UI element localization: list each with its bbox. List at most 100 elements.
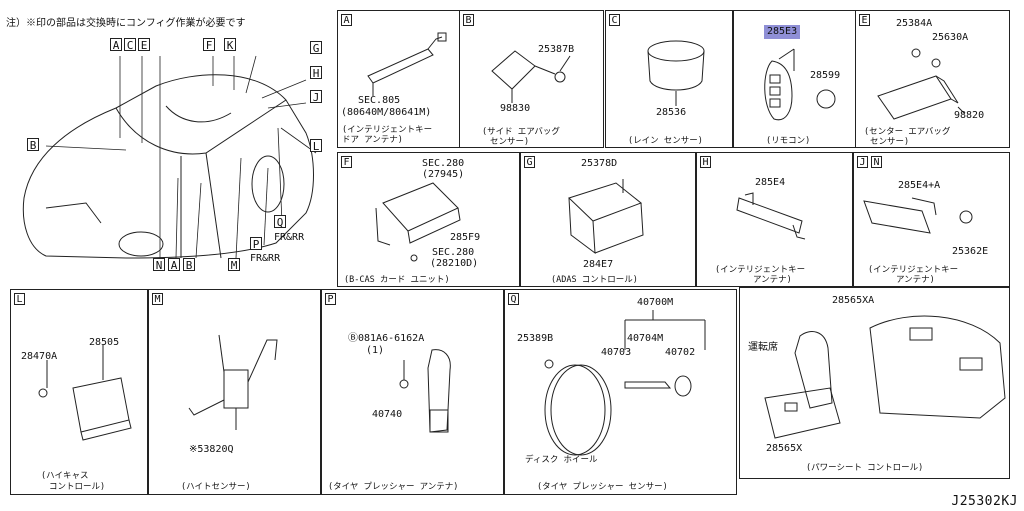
panel-q: Q 40700M 25389B 40704M 40703 40702 ディスク … — [504, 289, 737, 495]
panel-g-letter: G — [524, 156, 535, 168]
panel-q-disk-wheel: ディスク ホイール — [525, 455, 598, 465]
panel-f-sec280-a: SEC.280 — [422, 158, 465, 169]
panel-h-caption-1: (インテリジェントキー — [715, 265, 806, 275]
panel-a-letter: A — [341, 14, 352, 26]
door-antenna-drawing — [367, 32, 447, 96]
panel-f-caption: (B-CAS カード ユニット) — [344, 275, 450, 285]
panel-l-letter: L — [14, 293, 25, 305]
panel-l: L 28470A 28505 (ハイキャス コントロール) — [10, 289, 148, 495]
panel-e-caption-1: (センター エアバッグ — [864, 127, 951, 137]
panel-p-caption: (タイヤ プレッシャー アンテナ) — [328, 482, 459, 492]
panel-g-25378d: 25378D — [581, 158, 618, 169]
panel-a-caption-2: ドア アンテナ) — [342, 135, 403, 145]
rain-sensor-drawing — [647, 40, 705, 106]
panel-f-285f9: 285F9 — [450, 232, 481, 243]
panel-p-40740: 40740 — [372, 409, 403, 420]
panel-h-caption-2: アンテナ) — [753, 275, 792, 285]
panel-e-25630a: 25630A — [932, 32, 969, 43]
panel-e-25384a: 25384A — [896, 18, 933, 29]
panel-remote: 285E3 28599 (リモコン) — [733, 10, 856, 148]
panel-jn-letter-n: N — [871, 156, 882, 168]
overview-letter-E: E — [138, 38, 150, 52]
panel-f-sec280-b: SEC.280 — [432, 247, 475, 258]
overview-letter-H: H — [310, 66, 322, 80]
panel-remote-28599: 28599 — [810, 70, 841, 81]
hicas-control-drawing — [38, 345, 132, 441]
panel-c-letter: C — [609, 14, 620, 26]
panel-b-caption-1: (サイド エアバッグ — [482, 127, 560, 137]
panel-f-letter: F — [341, 156, 352, 168]
side-airbag-sensor-drawing — [491, 50, 571, 103]
panel-m-caption: (ハイトセンサー) — [181, 482, 251, 492]
overview-fr-rr-p: FR&RR — [250, 253, 281, 264]
panel-b: B 25387B 98830 (サイド エアバッグ センサー) — [459, 10, 604, 148]
overview-panel: A C E F K G H J L B N A B M P Q FR&RR FR… — [6, 8, 333, 286]
panel-e: E 25384A 25630A 98820 (センター エアバッグ センサー) — [855, 10, 1010, 148]
panel-e-caption-2: センサー) — [870, 137, 910, 147]
overview-letter-J: J — [310, 90, 322, 104]
panel-g: G 25378D 284E7 (ADAS コントロール) — [520, 152, 696, 287]
panel-h-letter: H — [700, 156, 711, 168]
intelligent-key-antenna-jn-drawing — [863, 197, 973, 234]
panel-f: F SEC.280 (27945) 285F9 SEC.280 (28210D)… — [337, 152, 520, 287]
panel-p-qty: (1) — [366, 345, 385, 356]
panel-e-letter: E — [859, 14, 870, 26]
panel-remote-caption: (リモコン) — [766, 136, 811, 146]
panel-m: M ※53820Q (ハイトセンサー) — [148, 289, 321, 495]
panel-jn-letter-j: J — [857, 156, 868, 168]
overview-letter-B-left: B — [27, 138, 39, 152]
tire-pressure-sensor-drawing — [544, 310, 706, 456]
car-overview-drawing — [22, 55, 317, 259]
panel-m-letter: M — [152, 293, 163, 305]
panel-c: C 28536 (レイン センサー) — [605, 10, 733, 148]
overview-letter-A: A — [110, 38, 122, 52]
panel-remote-285e3: 285E3 — [764, 25, 801, 39]
panel-q-letter: Q — [508, 293, 519, 305]
height-sensor-drawing — [188, 334, 278, 430]
panel-seat-caption: (パワーシート コントロール) — [806, 463, 924, 473]
panel-jn: J N 285E4+A 25362E (インテリジェントキー アンテナ) — [853, 152, 1010, 287]
overview-letter-L: L — [310, 139, 322, 153]
panel-q-caption: (タイヤ プレッシャー センサー) — [537, 482, 668, 492]
panel-l-caption-1: (ハイキャス — [41, 471, 89, 481]
panel-b-letter: B — [463, 14, 474, 26]
bcas-unit-drawing — [375, 182, 461, 262]
panel-jn-caption-1: (インテリジェントキー — [868, 265, 959, 275]
overview-fr-rr-q: FR&RR — [274, 232, 305, 243]
panel-f-28210d: (28210D) — [430, 258, 479, 269]
tire-pressure-antenna-drawing — [399, 349, 451, 433]
intelligent-key-antenna-h-drawing — [736, 192, 806, 240]
panel-l-28470a: 28470A — [21, 351, 58, 362]
panel-f-27945: (27945) — [422, 169, 465, 180]
panel-l-caption-2: コントロール) — [49, 482, 106, 492]
panel-a-caption-1: (インテリジェントキー — [342, 125, 433, 135]
panel-p-081a6: Ⓑ081A6-6162A — [348, 333, 425, 344]
panel-seat: 28565XA 運転席 28565X (パワーシート コントロール) — [739, 287, 1010, 479]
overview-letter-P: P — [250, 237, 262, 251]
panel-g-284e7: 284E7 — [583, 259, 614, 270]
overview-letter-N: N — [153, 258, 165, 272]
panel-q-25389b: 25389B — [517, 333, 554, 344]
panel-e-98820: 98820 — [954, 110, 985, 121]
overview-letter-Q: Q — [274, 215, 286, 229]
panel-a-80640m: (80640M/80641M) — [341, 107, 432, 118]
power-seat-drawing — [764, 315, 1006, 439]
panel-a-sec805: SEC.805 — [358, 95, 401, 106]
panel-c-caption: (レイン センサー) — [628, 136, 703, 146]
panel-jn-caption-2: アンテナ) — [896, 275, 935, 285]
panel-b-98830: 98830 — [500, 103, 531, 114]
overview-letter-K: K — [224, 38, 236, 52]
diagram-code: J25302KJ — [951, 494, 1018, 509]
config-note: 注）※印の部品は交換時にコンフィグ作業が必要です — [6, 18, 246, 29]
overview-letter-A-bottom: A — [168, 258, 180, 272]
panel-b-caption-2: センサー) — [490, 137, 530, 147]
panel-jn-285e4a: 285E4+A — [898, 180, 941, 191]
panel-q-40702: 40702 — [665, 347, 696, 358]
panel-seat-28565x: 28565X — [766, 443, 803, 454]
panel-q-40703: 40703 — [601, 347, 632, 358]
overview-letter-F: F — [203, 38, 215, 52]
panel-h: H 285E4 (インテリジェントキー アンテナ) — [696, 152, 853, 287]
panel-seat-28565xa: 28565XA — [832, 295, 875, 306]
panel-p: P Ⓑ081A6-6162A (1) 40740 (タイヤ プレッシャー アンテ… — [321, 289, 504, 495]
overview-letter-B-bottom: B — [183, 258, 195, 272]
